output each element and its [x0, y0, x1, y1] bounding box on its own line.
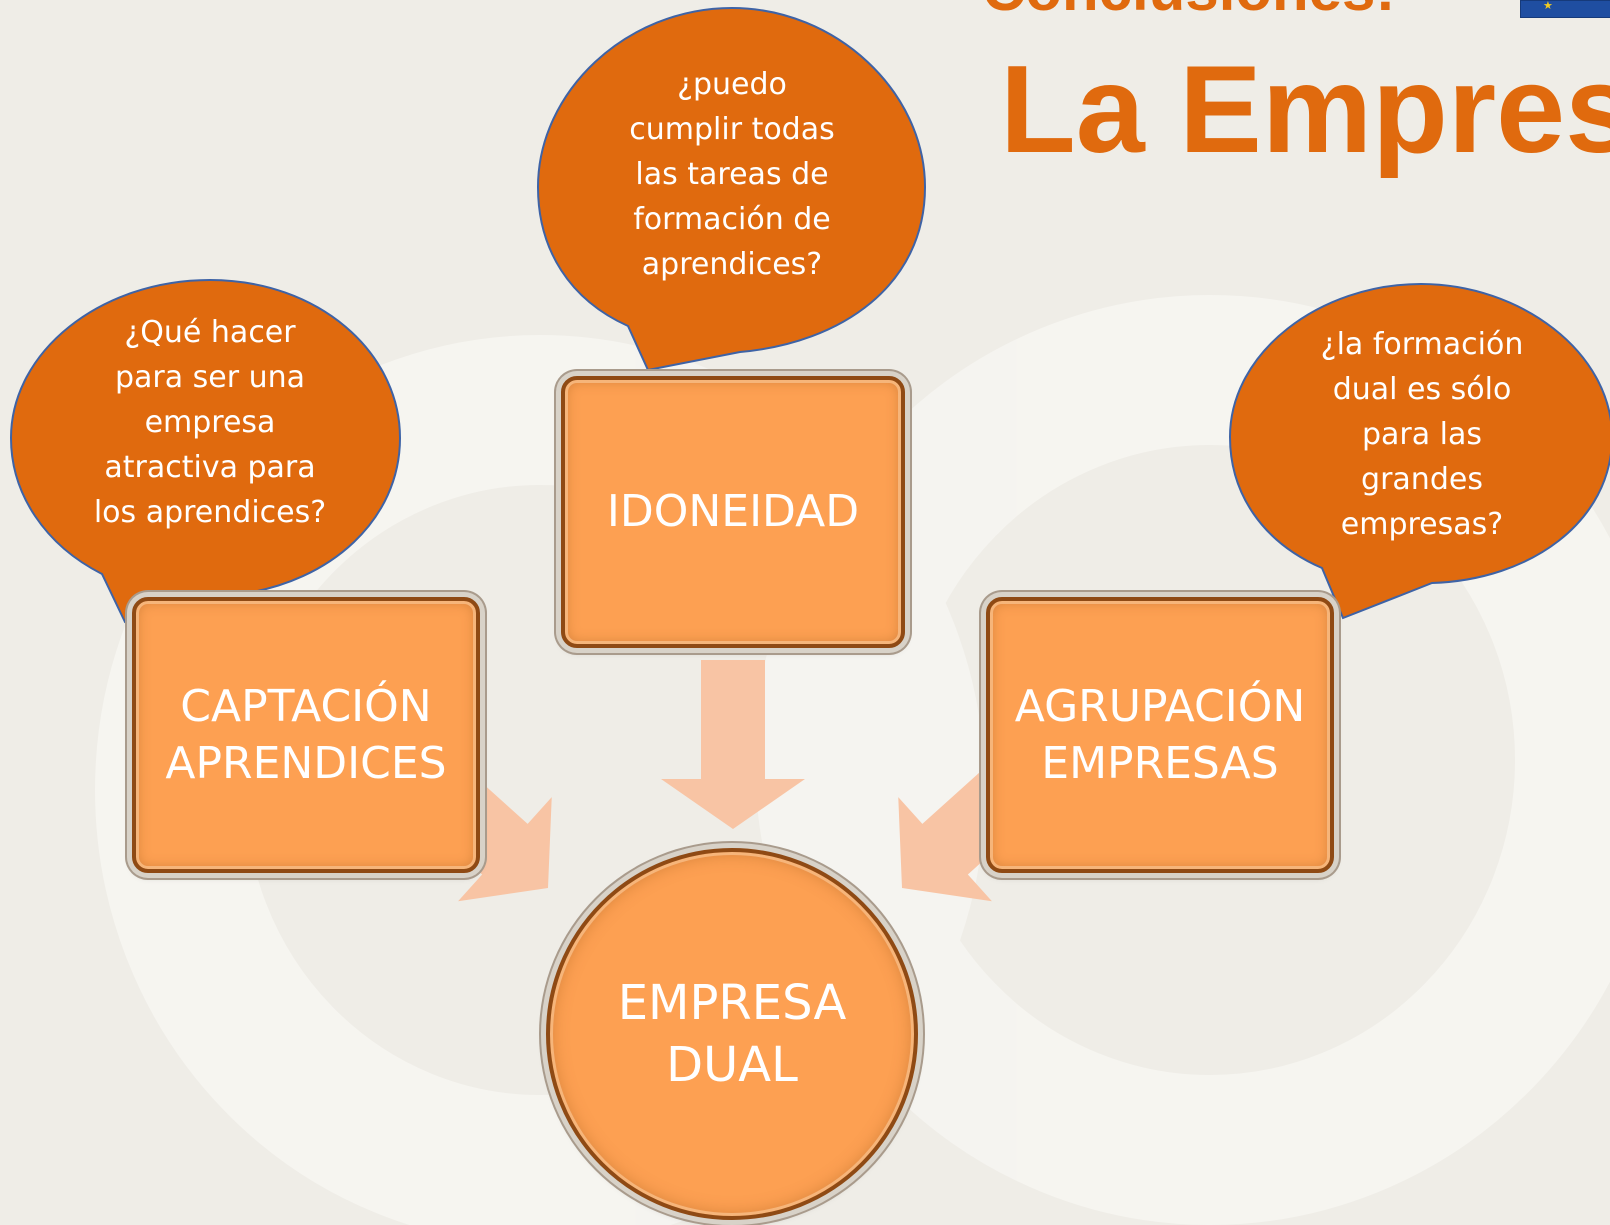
- box-agrupacion-label: AGRUPACIÓN EMPRESAS: [1014, 680, 1306, 789]
- box-agrupacion: AGRUPACIÓN EMPRESAS: [986, 597, 1334, 873]
- center-empresa-dual: EMPRESA DUAL: [546, 848, 918, 1220]
- eu-star-icon: ★: [1543, 0, 1553, 12]
- eu-flag-icon: ★: [1520, 0, 1610, 18]
- bubble-captacion: [9, 278, 402, 624]
- bubble-agrupacion-text: ¿la formación dual es sólo para las gran…: [1320, 327, 1524, 542]
- box-idoneidad: IDONEIDAD: [561, 376, 905, 648]
- bubble-captacion-text: ¿Qué hacer para ser una empresa atractiv…: [93, 315, 327, 530]
- box-captacion: CAPTACIÓN APRENDICES: [132, 597, 480, 873]
- bubble-idoneidad-text: ¿puedo cumplir todas las tareas de forma…: [629, 67, 835, 282]
- box-idoneidad-label: IDONEIDAD: [606, 486, 860, 538]
- box-captacion-label: CAPTACIÓN APRENDICES: [165, 680, 447, 789]
- arrow-from-idoneidad: [661, 660, 805, 829]
- center-label: EMPRESA DUAL: [617, 974, 847, 1093]
- speech-bubbles: [9, 6, 1610, 624]
- bubble-agrupacion: [1228, 282, 1610, 620]
- bubble-idoneidad: [536, 6, 927, 372]
- slide-supertitle: Conclusiones:: [982, 0, 1395, 20]
- slide-title: La Empresa: [1000, 41, 1610, 179]
